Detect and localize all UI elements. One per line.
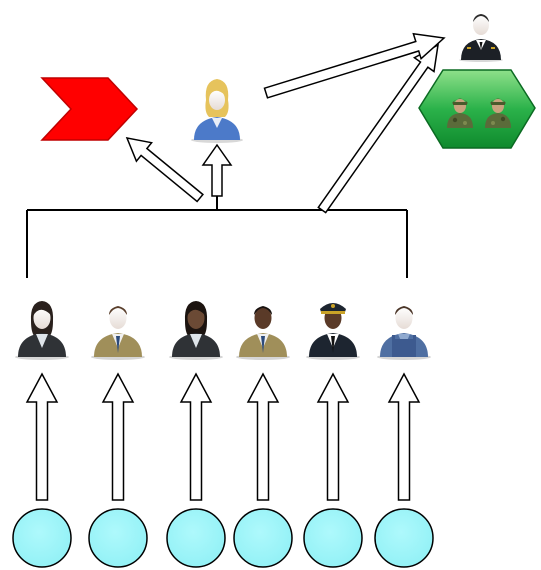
top-arrows-group: [125, 32, 446, 214]
up-arrow: [179, 372, 213, 501]
cyan-circle: [166, 508, 226, 568]
up-arrow: [387, 372, 421, 501]
team-bracket: [26, 196, 408, 278]
cyan-circle: [88, 508, 148, 568]
arrow-to-chevron: [125, 137, 204, 203]
cyan-circle: [374, 508, 434, 568]
soldier-unit-hexagon: [418, 69, 536, 149]
up-arrow: [25, 372, 59, 501]
soldier-icon: [447, 98, 473, 128]
cyan-circle: [12, 508, 72, 568]
cyan-circle: [233, 508, 293, 568]
dark-skinned-man-tan-suit-person-icon: [236, 306, 290, 360]
officer-navy-suit-person-icon: [459, 14, 503, 62]
woman-dark-suit-person-icon: [15, 301, 69, 360]
red-chevron-shape: [40, 77, 139, 141]
blonde-woman-blue-suit-person-icon: [191, 79, 243, 143]
up-arrow: [246, 372, 280, 501]
arrow-to-manager: [201, 143, 233, 197]
up-arrow: [316, 372, 350, 501]
up-arrow: [101, 372, 135, 501]
dark-skinned-woman-dark-suit-person-icon: [169, 301, 223, 360]
soldier-icon: [485, 98, 511, 128]
arrow-manager-to-commander: [263, 32, 446, 99]
team-members-group: [15, 301, 431, 360]
cyan-circle: [303, 508, 363, 568]
pilot-captain-uniform-person-icon: [306, 303, 360, 360]
source-circles-group: [12, 508, 434, 568]
man-tan-suit-person-icon: [91, 306, 145, 360]
worker-overalls-person-icon: [377, 306, 431, 360]
up-arrows-group: [25, 372, 421, 501]
